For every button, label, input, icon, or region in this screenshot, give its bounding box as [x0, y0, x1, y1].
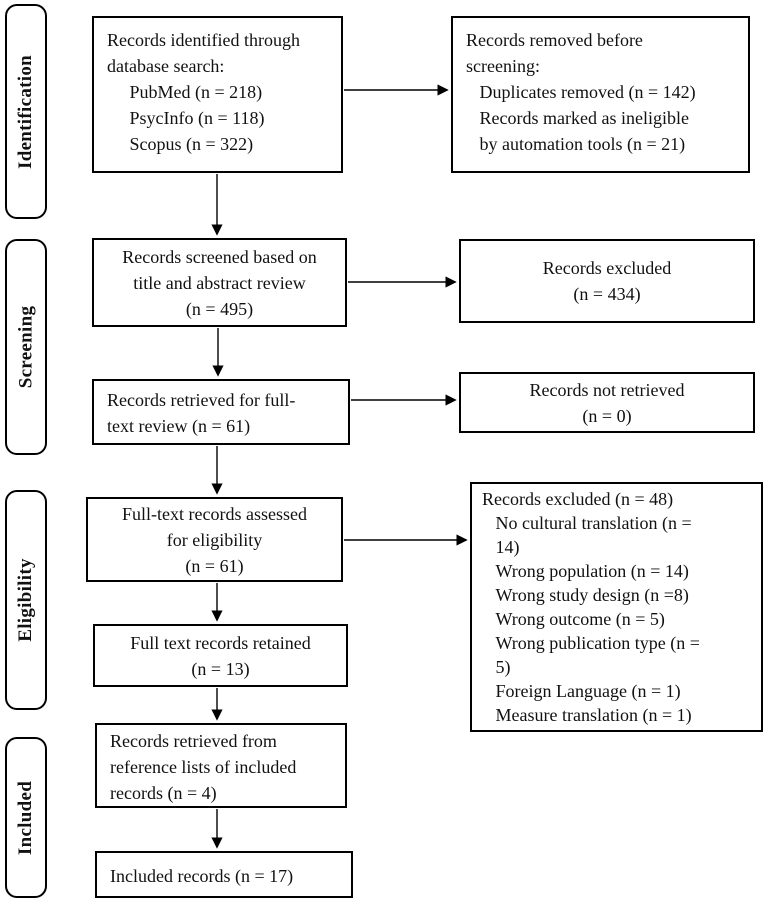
box-included-records: Included records (n = 17)	[95, 851, 353, 898]
stage-eligibility-label: Eligibility	[15, 558, 37, 642]
box-records-excluded-screening: Records excluded (n = 434)	[459, 239, 755, 323]
box-records-retrieved-fulltext: Records retrieved for full- text review …	[92, 379, 350, 445]
box-records-screened: Records screened based on title and abst…	[92, 238, 347, 327]
box-records-identified: Records identified through database sear…	[92, 16, 343, 173]
box-records-excluded-eligibility-text: Records excluded (n = 48) No cultural tr…	[482, 489, 700, 725]
box-records-removed-before-screening-text: Records removed before screening: Duplic…	[466, 30, 696, 154]
box-fulltext-retained: Full text records retained (n = 13)	[93, 624, 348, 687]
box-fulltext-assessed-text: Full-text records assessed for eligibili…	[122, 503, 307, 576]
box-records-excluded-eligibility: Records excluded (n = 48) No cultural tr…	[470, 482, 763, 732]
stage-screening-label: Screening	[15, 305, 37, 389]
box-fulltext-retained-text: Full text records retained (n = 13)	[130, 632, 311, 679]
box-records-excluded-screening-text: Records excluded (n = 434)	[542, 258, 672, 304]
stage-included: Included	[5, 737, 47, 898]
stage-identification: Identification	[5, 4, 47, 219]
box-records-screened-text: Records screened based on title and abst…	[122, 246, 317, 319]
box-records-from-references: Records retrieved from reference lists o…	[95, 723, 347, 808]
box-records-from-references-text: Records retrieved from reference lists o…	[110, 730, 297, 803]
box-records-retrieved-fulltext-text: Records retrieved for full- text review …	[107, 390, 296, 436]
box-records-removed-before-screening: Records removed before screening: Duplic…	[451, 16, 750, 173]
stage-identification-label: Identification	[15, 54, 37, 169]
stage-included-label: Included	[15, 780, 36, 855]
box-records-not-retrieved-text: Records not retrieved (n = 0)	[529, 379, 685, 426]
box-records-identified-text: Records identified through database sear…	[107, 30, 300, 154]
box-records-not-retrieved: Records not retrieved (n = 0)	[459, 372, 755, 433]
stage-screening: Screening	[5, 239, 47, 455]
stage-eligibility: Eligibility	[5, 490, 47, 710]
box-fulltext-assessed: Full-text records assessed for eligibili…	[86, 497, 343, 582]
box-included-records-text: Included records (n = 17)	[110, 865, 294, 886]
